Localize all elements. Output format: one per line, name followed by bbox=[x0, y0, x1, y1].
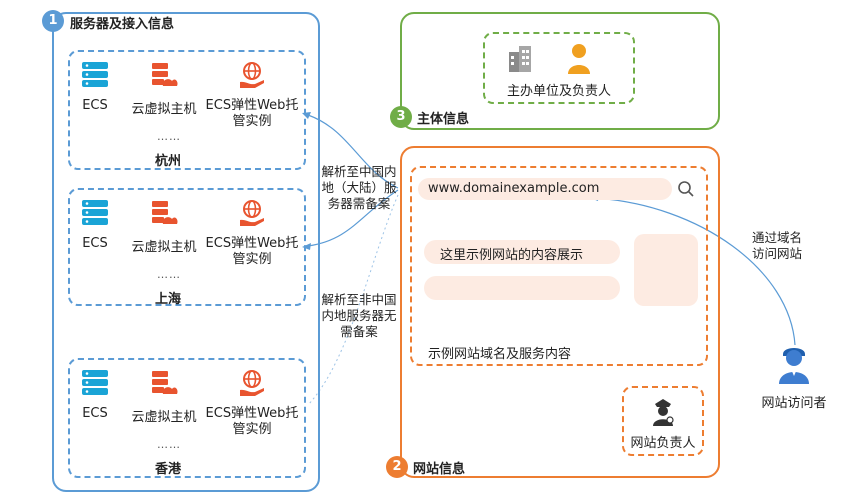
arrow-hongkong bbox=[307, 194, 399, 406]
content-label: 这里示例网站的内容展示 bbox=[440, 248, 584, 263]
building-icon bbox=[509, 46, 531, 72]
region-item-label: ECS bbox=[82, 406, 108, 421]
officer-icon bbox=[653, 399, 674, 426]
web-hosting-icon bbox=[237, 60, 267, 94]
person-icon bbox=[568, 44, 590, 74]
region-item-label: 云虚拟主机 bbox=[131, 410, 197, 425]
region-item-label: ECS弹性Web托管实例 bbox=[205, 236, 299, 267]
arrow-shanghai bbox=[307, 189, 399, 247]
note-visit: 通过域名访问网站 bbox=[752, 230, 803, 261]
region-item-label: ECS bbox=[82, 236, 108, 251]
service-label: 示例网站域名及服务内容 bbox=[428, 347, 572, 362]
web-hosting-icon bbox=[237, 198, 267, 232]
more-dots: …… bbox=[157, 130, 181, 143]
more-dots: …… bbox=[157, 268, 181, 281]
content-bar-2 bbox=[424, 276, 620, 300]
panel1-number-badge: 1 bbox=[42, 10, 64, 32]
visitor-icon bbox=[779, 348, 809, 384]
region-city-label: 杭州 bbox=[154, 154, 181, 169]
panel2-number-badge: 2 bbox=[386, 456, 408, 478]
content-bar-1 bbox=[424, 240, 620, 264]
server-icon bbox=[80, 198, 110, 232]
server-icon bbox=[80, 368, 110, 402]
site-owner-box bbox=[622, 386, 704, 456]
more-dots: …… bbox=[157, 438, 181, 451]
panel1-title: 服务器及接入信息 bbox=[70, 17, 175, 32]
region-box-1 bbox=[68, 188, 306, 306]
region-item-label: 云虚拟主机 bbox=[131, 102, 197, 117]
panel2-title: 网站信息 bbox=[413, 462, 466, 477]
web-hosting-icon bbox=[237, 368, 267, 402]
owner-label: 主办单位及负责人 bbox=[506, 84, 611, 99]
region-item-label: ECS bbox=[82, 98, 108, 113]
panel-website-info bbox=[400, 146, 720, 478]
url-text: www.domainexample.com bbox=[428, 181, 600, 196]
owner-box bbox=[483, 32, 635, 104]
note-non-mainland: 解析至非中国内地服务器无需备案 bbox=[321, 292, 397, 339]
site-owner-label: 网站负责人 bbox=[630, 436, 696, 451]
panel-owner-info bbox=[400, 12, 720, 130]
panel3-title: 主体信息 bbox=[417, 112, 470, 127]
website-box bbox=[410, 166, 708, 366]
arrow-hangzhou bbox=[307, 114, 399, 189]
region-item-label: 云虚拟主机 bbox=[131, 240, 197, 255]
url-bar[interactable] bbox=[418, 178, 672, 200]
region-item-label: ECS弹性Web托管实例 bbox=[205, 98, 299, 129]
virtual-host-icon bbox=[149, 198, 179, 232]
region-item-label: ECS弹性Web托管实例 bbox=[205, 406, 299, 437]
panel3-number-badge: 3 bbox=[390, 106, 412, 128]
content-image-placeholder bbox=[634, 234, 698, 306]
search-icon[interactable] bbox=[677, 180, 695, 198]
region-city-label: 上海 bbox=[154, 292, 181, 307]
region-box-0 bbox=[68, 50, 306, 170]
server-icon bbox=[80, 60, 110, 94]
visitor-label: 网站访问者 bbox=[761, 396, 827, 411]
note-mainland: 解析至中国内地（大陆）服务器需备案 bbox=[321, 164, 397, 211]
virtual-host-icon bbox=[149, 60, 179, 94]
arrow-visitor bbox=[594, 197, 796, 346]
region-city-label: 香港 bbox=[154, 462, 181, 477]
virtual-host-icon bbox=[149, 368, 179, 402]
region-box-2 bbox=[68, 358, 306, 478]
